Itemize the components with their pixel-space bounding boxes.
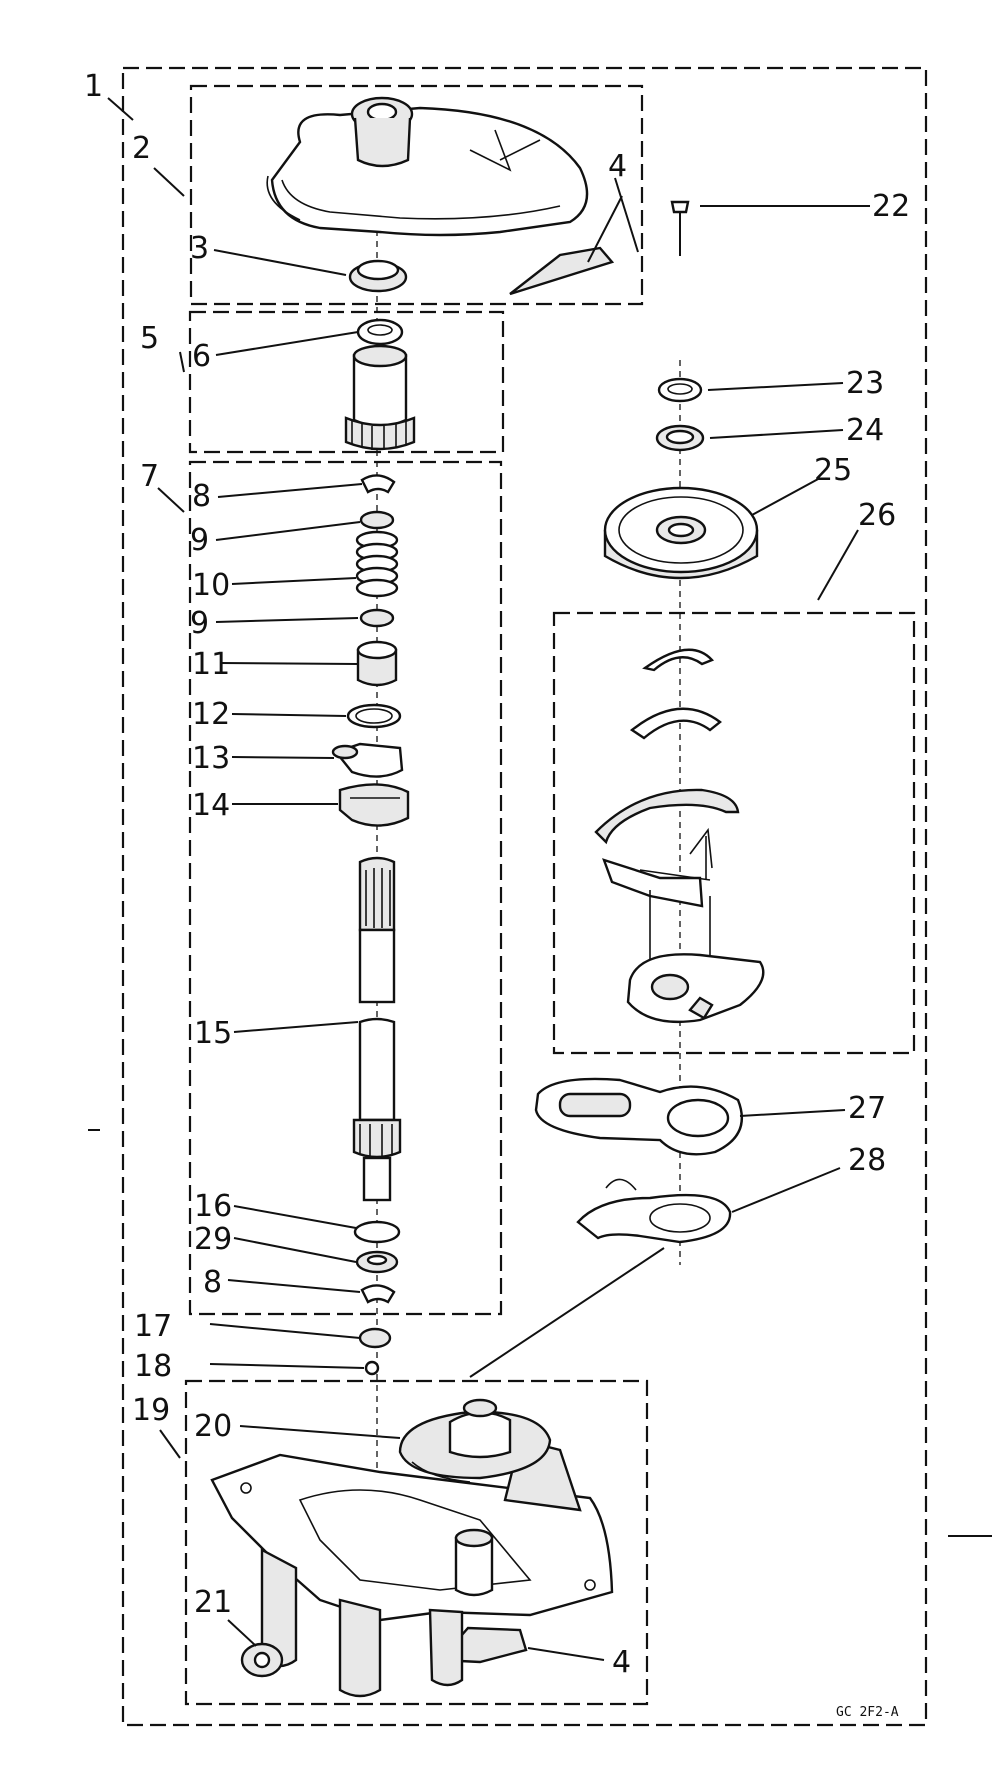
part-4-grease-packet-top	[509, 246, 615, 296]
part-9-washer-bottom	[359, 608, 395, 628]
lead-28-to-20	[469, 1247, 665, 1378]
part-19-housing	[210, 1438, 614, 1698]
label-9-top: 9	[190, 523, 209, 558]
part-15-shaft	[352, 856, 402, 1202]
box-assembly-5	[188, 310, 505, 454]
label-24: 24	[846, 413, 884, 448]
part-28-clip	[576, 1178, 732, 1244]
part-27-shifter	[534, 1077, 743, 1156]
label-11: 11	[192, 647, 230, 682]
part-21-pulley	[240, 1642, 284, 1678]
part-29-bearing	[355, 1250, 399, 1274]
label-9-bottom: 9	[190, 606, 209, 641]
label-15: 15	[194, 1016, 232, 1051]
part-9-washer-top	[359, 510, 395, 530]
label-19: 19	[132, 1393, 170, 1428]
box-assembly-7	[188, 460, 503, 1316]
part-12-ring	[346, 703, 402, 729]
label-1: 1	[84, 69, 103, 104]
part-6-bearing	[356, 318, 404, 346]
label-8-top: 8	[192, 479, 211, 514]
label-2: 2	[132, 131, 151, 166]
label-4-bottom: 4	[612, 1645, 631, 1680]
label-28: 28	[848, 1143, 886, 1178]
label-23: 23	[846, 366, 884, 401]
box-assembly-1	[121, 66, 928, 1727]
label-12: 12	[192, 697, 230, 732]
label-8-bottom: 8	[203, 1265, 222, 1300]
part-20-gear	[398, 1398, 552, 1483]
label-17: 17	[134, 1309, 172, 1344]
label-7: 7	[140, 459, 159, 494]
label-10: 10	[192, 568, 230, 603]
part-17-bushing	[358, 1327, 392, 1349]
box-assembly-19	[184, 1379, 649, 1706]
label-29: 29	[194, 1222, 232, 1257]
part-24-washer	[655, 424, 705, 452]
label-22: 22	[872, 189, 910, 224]
label-13: 13	[192, 741, 230, 776]
part-16-washer	[353, 1220, 401, 1244]
part-25-gear	[603, 486, 759, 580]
part-18-ball	[364, 1360, 380, 1376]
part-2-cover	[266, 96, 589, 237]
label-27: 27	[848, 1091, 886, 1126]
part-8-clip-top	[360, 474, 396, 494]
part-14-clutch	[338, 783, 410, 827]
label-4-top: 4	[608, 149, 627, 184]
label-3: 3	[190, 231, 209, 266]
label-21: 21	[194, 1585, 232, 1620]
label-26: 26	[858, 498, 896, 533]
part-11-collar	[356, 640, 398, 687]
label-14: 14	[192, 788, 230, 823]
label-25: 25	[814, 453, 852, 488]
part-23-washer	[657, 377, 703, 403]
part-5-pinion	[344, 344, 416, 451]
part-22-screw	[670, 200, 690, 256]
part-3-seal	[348, 259, 408, 293]
box-assembly-26	[552, 611, 916, 1055]
diagram-code: GC 2F2-A	[836, 1705, 899, 1720]
label-6: 6	[192, 339, 211, 374]
label-16: 16	[194, 1189, 232, 1224]
part-26-drive-assembly	[594, 648, 765, 1024]
part-8-clip-bottom	[360, 1284, 396, 1304]
part-13-cam	[331, 742, 404, 778]
label-5: 5	[140, 321, 159, 356]
box-assembly-2	[189, 84, 644, 306]
label-20: 20	[194, 1409, 232, 1444]
part-10-spring	[355, 530, 399, 598]
label-18: 18	[134, 1349, 172, 1384]
